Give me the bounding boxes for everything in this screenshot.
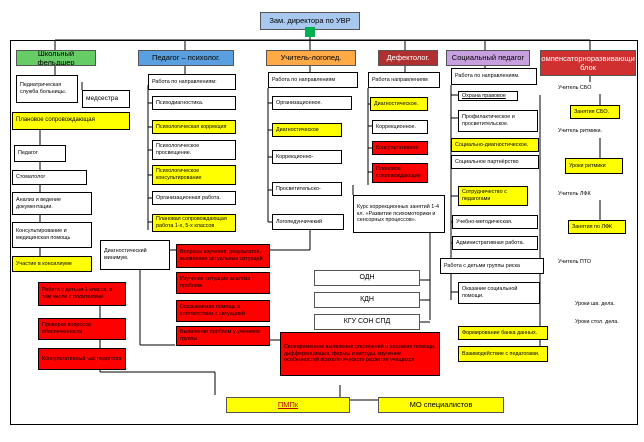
header-feldsher: Школьный фельдшер — [16, 50, 96, 66]
feldsher-konsult: Консультирование и медицинская помощь — [12, 222, 92, 248]
box-mo: МО специалистов — [378, 397, 504, 413]
feldsher-medsestra: медсестра — [82, 90, 130, 108]
logoped-org: Организационное. — [272, 96, 352, 110]
defekt-konsult: Консультативное — [372, 141, 428, 155]
box-kgu: КГУ СОН СПД — [314, 314, 420, 330]
feldsher-planovoe: Плановое сопровождающая — [12, 112, 130, 130]
red-left-1: Работа с детьми 1 класса, в том числе с … — [38, 282, 126, 306]
red-wide: Своевременное выявление отклонений и ока… — [280, 332, 440, 376]
socped-okaz: Оказание социальной помощи. — [458, 282, 540, 304]
box-bank: Формирование банка данных. — [458, 326, 548, 340]
pedpsy-prosv: Психологическое просвещение. — [152, 140, 236, 160]
red-mid-1: Вопросы изучения, результатов, выявление… — [176, 244, 270, 268]
socped-uchmet: Учебно-методическая. — [452, 215, 538, 229]
komp-zan-sbo: Занятия СБО. — [570, 105, 620, 119]
komp-uroki-stol: Уроки стол. дела. — [572, 316, 634, 328]
box-kdn: КДН — [314, 292, 420, 308]
feldsher-konsilium: Участие в консилиуме — [12, 256, 92, 272]
feldsher-analiz: Анализ и ведение документации. — [12, 192, 92, 215]
komp-pto: Учитель ПТО — [555, 256, 615, 268]
socped-sotr: Сотрудничество с педагогами — [458, 186, 528, 206]
defekt-korr: Коррекционное. — [372, 120, 428, 134]
logoped-prosv: Просветительско- — [272, 182, 342, 196]
outer-frame — [10, 40, 638, 425]
socped-napr: Работа по направлениям. — [451, 68, 537, 85]
header-logoped: Учитель-логопед. — [266, 50, 356, 66]
komp-uroki-delo: Уроки шв. дела. — [572, 298, 634, 310]
pedpsy-org: Организационная работа. — [152, 191, 236, 205]
header-komp: Компенсаторноразвивающий блок — [540, 50, 636, 76]
red-left-3: Консультативный час педагогов — [38, 348, 126, 370]
defekt-diag: Диагностическое. — [370, 97, 428, 111]
pedpsy-plan: Плановая сопровождающая работа 1-х, 5-х … — [152, 214, 236, 232]
defekt-napr: Работа направлениям — [368, 72, 440, 88]
feldsher-stomatolog: Стоматолог — [12, 170, 87, 185]
pedpsy-konsult: Психологическое консультирование — [152, 165, 236, 185]
pedpsy-napr: Работа по направлениям: — [148, 74, 236, 90]
defekt-kurs: Курс коррекционных занятий 1-4 кл. «Разв… — [353, 195, 445, 233]
logoped-diag: Диагностическое — [272, 123, 342, 137]
komp-sbo: Учитель СБО — [555, 82, 615, 94]
socped-admin: Административная работа. — [452, 236, 538, 250]
red-mid-4: Выявление проблем у учеников группы — [176, 326, 270, 346]
komp-lfk: Учитель ЛФК — [555, 188, 615, 200]
komp-zan-ritm: Уроки ритмики — [565, 158, 623, 174]
logoped-logo: Логопедунчичекий — [272, 214, 344, 230]
header-pedpsy: Педагог – психолог. — [138, 50, 234, 66]
red-mid-3: Оказываемая помощь в соответствии с ситу… — [176, 300, 270, 322]
logoped-korr: Коррекционно- — [272, 150, 342, 164]
diag-block: Диагностический минимум. — [100, 240, 170, 270]
komp-ritm: Учитель ритмики. — [555, 125, 625, 137]
box-vzaim: Взаимодействие с педагогами. — [458, 346, 548, 362]
red-left-2: Проверка вопросов обеспеченности — [38, 318, 126, 340]
defekt-plan: Плановое сопровождающее — [372, 163, 428, 183]
box-pmpk: ПМПк — [226, 397, 350, 413]
socped-sdiag: Социально-диагностическое. — [451, 138, 539, 152]
socped-partn: Социальное партнёрство — [451, 155, 539, 169]
pedpsy-korr: Психологическая коррекция — [152, 120, 236, 134]
socped-prof: Профилактическое и просветительское. — [458, 110, 538, 132]
feldsher-sluzhba: Педиатрическая служба больницы. — [16, 75, 78, 103]
header-defekt: Дефектолог. — [378, 50, 438, 66]
socped-pravo: Охрана правовое — [458, 91, 518, 101]
green-connector-marker — [305, 27, 315, 37]
box-odn: ОДН — [314, 270, 420, 286]
logoped-napr: Работа по направлениям — [268, 72, 358, 88]
socped-risk: Работа с детьми группы риска — [440, 258, 544, 274]
red-mid-2: Изучение ситуации анализа проблем. — [176, 272, 270, 294]
feldsher-pedagog: Педагог — [14, 145, 66, 162]
header-socped: Социальный педагог — [446, 50, 530, 66]
pedpsy-diag: Психодиагностика. — [152, 96, 236, 110]
komp-zan-lfk: Занятия по ЛФК — [568, 220, 626, 234]
